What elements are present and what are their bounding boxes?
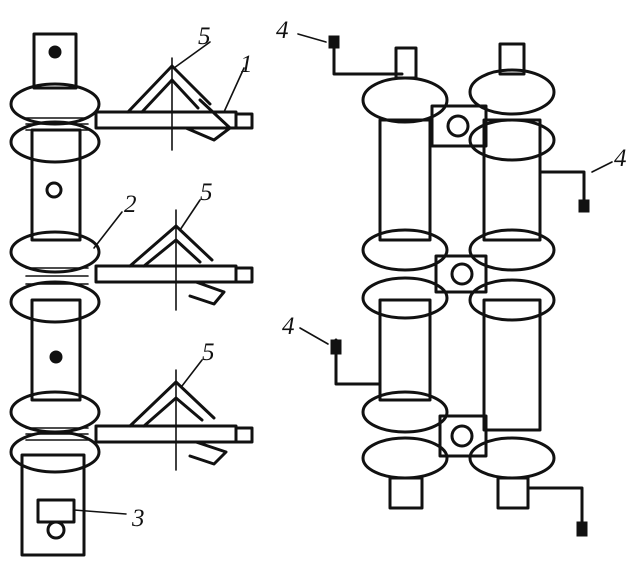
- callout-5-top: 5: [198, 23, 211, 50]
- column-a-shed-3: [361, 276, 449, 320]
- shed-ribbing: [25, 117, 89, 441]
- clamp-middle: [434, 254, 488, 294]
- terminal-lead-top: [332, 38, 404, 76]
- terminal-lead-top-tip: [328, 35, 340, 49]
- leader-5-top: [173, 41, 211, 69]
- callout-4-top: 4: [276, 17, 289, 44]
- arm-tip: [234, 426, 254, 444]
- callout-3: 3: [131, 505, 145, 532]
- terminal-lead-bottom-tip: [576, 521, 588, 537]
- column-b-shed-5: [468, 436, 556, 480]
- clamp-top: [430, 104, 488, 148]
- insulator-shed-2: [9, 120, 101, 164]
- right-column-a-lower: [378, 298, 432, 402]
- arc-horn: [128, 380, 216, 428]
- arm-bar: [94, 424, 238, 444]
- contact-clip: [184, 98, 232, 142]
- arm-tip: [234, 266, 254, 284]
- column-a-shed-1: [361, 76, 449, 124]
- column-bolt-upper: [45, 181, 63, 199]
- arc-horn: [126, 64, 212, 114]
- leader-4-top: [297, 33, 327, 43]
- column-b-bottom-nut: [496, 476, 530, 510]
- column-a-shed-4: [361, 390, 449, 434]
- column-b-shed-4: [468, 278, 556, 322]
- right-column-a-upper: [378, 118, 432, 242]
- column-upper: [30, 128, 82, 242]
- terminal-lead-right: [538, 170, 586, 208]
- column-a-shed-5: [361, 436, 449, 480]
- insulator-shed-5: [9, 390, 101, 434]
- column-a-top-nut: [394, 46, 418, 80]
- contact-arm-middle: [94, 209, 254, 311]
- top-cap: [32, 32, 78, 90]
- terminal-lead-bottom: [526, 486, 584, 534]
- clamp-middle-bolt: [450, 262, 474, 286]
- arm-tip: [234, 112, 254, 130]
- callout-2: 2: [124, 191, 137, 218]
- base-terminal: [36, 498, 76, 524]
- leader-5-bottom: [181, 359, 203, 387]
- right-column-b-lower: [482, 298, 542, 432]
- contact-clip: [188, 280, 226, 306]
- arm-bar: [94, 264, 238, 284]
- column-b-top-nut: [498, 42, 526, 76]
- clamp-bottom: [438, 414, 488, 458]
- column-bolt-middle: [49, 350, 63, 364]
- callout-5-middle: 5: [200, 179, 213, 206]
- contact-clip: [188, 440, 228, 466]
- base-bolt: [46, 520, 66, 540]
- right-column-b-upper: [482, 118, 542, 242]
- terminal-lead-right-tip: [578, 199, 590, 213]
- insulator-shed-6: [9, 430, 101, 474]
- callout-4-right: 4: [614, 145, 627, 172]
- callout-1: 1: [240, 51, 253, 78]
- insulator-shed-3: [9, 230, 101, 274]
- right-assembly: [297, 33, 613, 537]
- column-a-bottom-nut: [388, 476, 424, 510]
- column-base: [20, 453, 86, 557]
- leader-4-left: [299, 327, 329, 345]
- column-b-shed-3: [468, 228, 556, 272]
- top-cap-bolt: [48, 45, 62, 59]
- column-b-shed-1: [468, 68, 556, 116]
- column-middle: [30, 298, 82, 402]
- left-assembly: [9, 32, 254, 557]
- clamp-bottom-bolt: [450, 424, 474, 448]
- callout-4-left: 4: [282, 313, 295, 340]
- column-a-shed-2: [361, 228, 449, 272]
- leader-4-right: [591, 161, 613, 173]
- column-b-shed-2: [468, 118, 556, 162]
- callout-5-bottom: 5: [202, 339, 215, 366]
- clamp-top-bolt: [446, 114, 470, 138]
- contact-arm-top: [94, 57, 254, 151]
- terminal-lead-left: [334, 338, 382, 386]
- leader-1: [223, 67, 245, 113]
- leader-3: [73, 509, 127, 515]
- leader-5-middle: [179, 199, 201, 231]
- arc-horn: [128, 224, 214, 268]
- leader-2: [93, 211, 123, 249]
- insulator-shed-4: [9, 280, 101, 324]
- terminal-lead-left-tip: [330, 339, 342, 355]
- contact-arm-bottom: [94, 369, 254, 471]
